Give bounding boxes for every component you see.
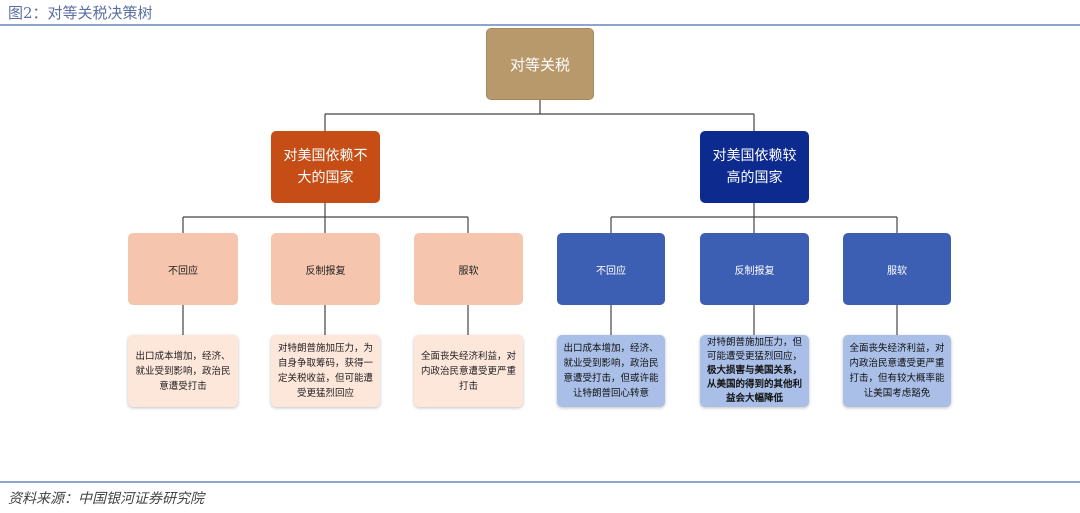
node-low-dependence-countries: 对美国依赖不大的国家	[271, 131, 380, 203]
node-right-retaliate: 反制报复	[700, 233, 809, 305]
node-high-dependence-countries: 对美国依赖较高的国家	[700, 131, 809, 203]
source-note: 资料来源：中国银河证券研究院	[8, 491, 204, 507]
outcome-left-no-response: 出口成本增加，经济、就业受到影响，政治民意遭受打击	[128, 335, 238, 407]
node-left-retaliate: 反制报复	[271, 233, 380, 305]
root-node: 对等关税	[486, 28, 594, 100]
top-divider	[0, 24, 1080, 26]
node-right-concede: 服软	[843, 233, 951, 305]
outcome-left-concede: 全面丧失经济利益，对内政治民意遭受更严重打击	[414, 335, 523, 407]
outcome-right-no-response: 出口成本增加，经济、就业受到影响，政治民意遭受打击，但或许能让特朗普回心转意	[557, 335, 665, 407]
bottom-divider	[0, 481, 1080, 483]
node-left-concede: 服软	[414, 233, 523, 305]
outcome-right-retaliate-line1: 对特朗普施加压力，但可能遭受更猛烈回应，	[706, 337, 802, 362]
outcome-right-retaliate-line2: 极大损害与美国关系，从美国的得到的其他利益会大幅降低	[706, 365, 802, 404]
node-right-no-response: 不回应	[557, 233, 665, 305]
outcome-right-concede: 全面丧失经济利益，对内政治民意遭受更严重打击，但有较大概率能让美国考虑豁免	[843, 335, 951, 407]
node-left-no-response: 不回应	[128, 233, 238, 305]
outcome-left-retaliate: 对特朗普施加压力，为自身争取筹码，获得一定关税收益，但可能遭受更猛烈回应	[271, 335, 380, 407]
figure-title: 图2：对等关税决策树	[8, 4, 153, 22]
outcome-right-retaliate: 对特朗普施加压力，但可能遭受更猛烈回应， 极大损害与美国关系，从美国的得到的其他…	[700, 335, 809, 407]
